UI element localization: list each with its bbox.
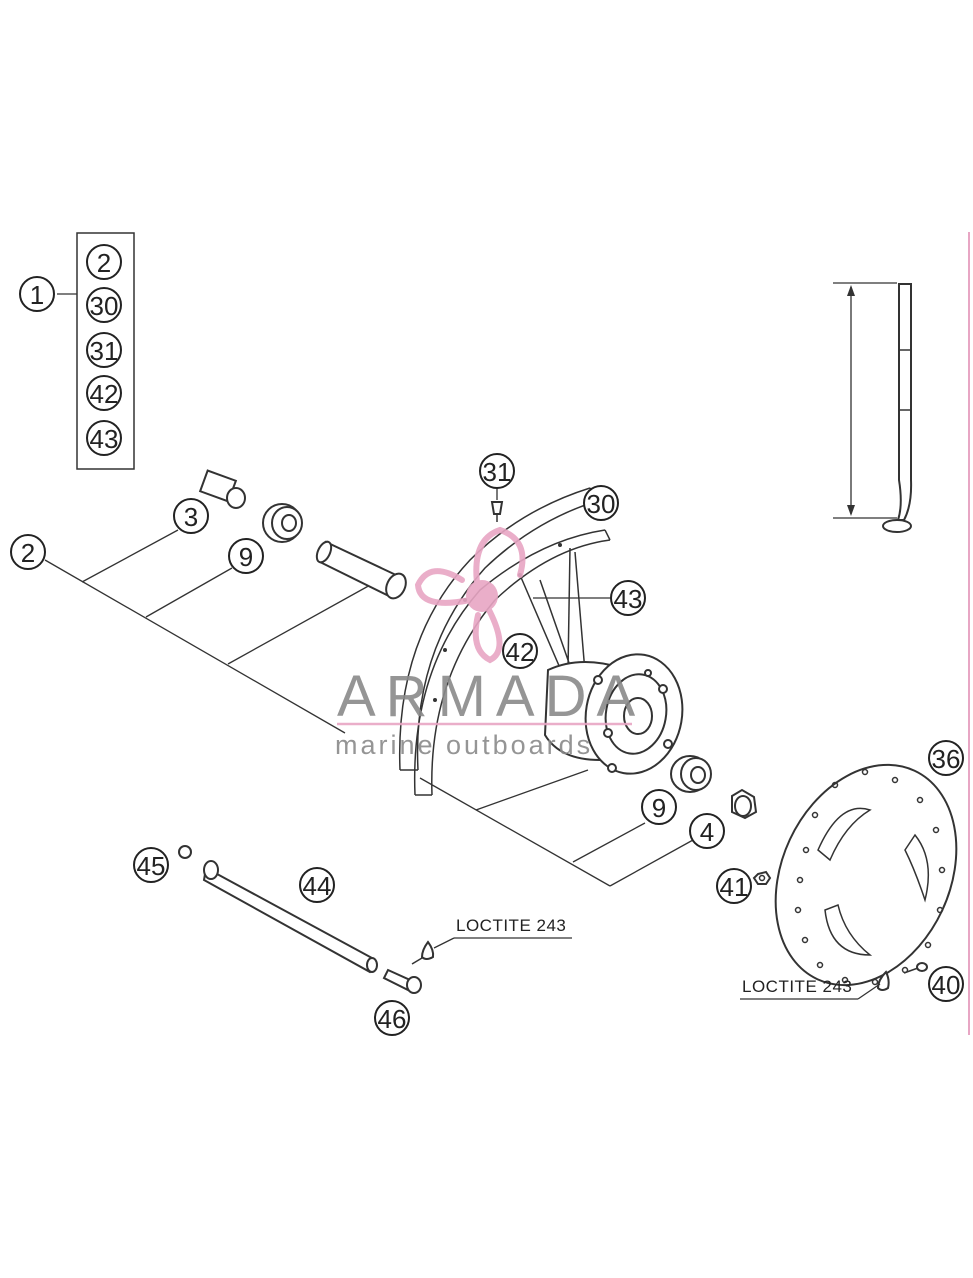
svg-text:41: 41 xyxy=(720,872,749,902)
svg-text:9: 9 xyxy=(652,793,666,823)
axle-part xyxy=(202,860,378,974)
callout-40[interactable]: 40 xyxy=(928,966,964,1002)
svg-text:42: 42 xyxy=(506,637,535,667)
callout-1[interactable]: 1 xyxy=(19,276,55,312)
svg-text:43: 43 xyxy=(614,584,643,614)
callout-30[interactable]: 30 xyxy=(583,485,619,521)
svg-text:31: 31 xyxy=(483,457,512,487)
leader-lines xyxy=(44,488,694,887)
kit-item-43[interactable]: 43 xyxy=(86,420,122,456)
watermark-subtitle: marine outboards xyxy=(335,730,593,760)
kit-item-42[interactable]: 42 xyxy=(86,375,122,411)
svg-text:4: 4 xyxy=(700,817,714,847)
axle-screw-part xyxy=(382,957,423,994)
svg-text:42: 42 xyxy=(90,379,119,409)
callout-2[interactable]: 2 xyxy=(10,534,46,570)
distance-sleeve-part xyxy=(315,540,407,600)
right-bearing-part xyxy=(670,755,712,793)
watermark-logo-hub xyxy=(466,580,498,612)
loctite-drop-axle xyxy=(420,940,435,960)
svg-text:46: 46 xyxy=(378,1004,407,1034)
callout-9-right[interactable]: 9 xyxy=(641,789,677,825)
callout-36[interactable]: 36 xyxy=(928,740,964,776)
callout-46[interactable]: 46 xyxy=(374,1000,410,1036)
kit-item-31[interactable]: 31 xyxy=(86,332,122,368)
svg-text:LOCTITE 243: LOCTITE 243 xyxy=(742,977,852,996)
callout-9-left[interactable]: 9 xyxy=(228,538,264,574)
hub-part xyxy=(543,653,684,775)
right-spacer-part xyxy=(731,788,758,820)
svg-text:2: 2 xyxy=(97,248,111,278)
brake-disc-part xyxy=(774,763,958,987)
watermark-title: ARMADA xyxy=(337,664,645,729)
svg-text:9: 9 xyxy=(239,542,253,572)
callout-44[interactable]: 44 xyxy=(299,867,335,903)
svg-text:45: 45 xyxy=(137,851,166,881)
svg-text:31: 31 xyxy=(90,336,119,366)
watermark: ARMADA marine outboards xyxy=(335,526,645,760)
svg-text:3: 3 xyxy=(184,502,198,532)
disc-bolt-part xyxy=(903,962,928,974)
kit-box xyxy=(76,232,135,470)
spoke-part xyxy=(896,283,913,521)
kit-item-30[interactable]: 30 xyxy=(86,287,122,323)
callout-43[interactable]: 43 xyxy=(610,580,646,616)
loctite-note-disc: LOCTITE 243 xyxy=(740,977,881,1000)
svg-text:44: 44 xyxy=(303,871,332,901)
callout-45[interactable]: 45 xyxy=(133,847,169,883)
callout-41[interactable]: 41 xyxy=(716,868,752,904)
svg-text:1: 1 xyxy=(30,280,44,310)
callout-3[interactable]: 3 xyxy=(173,498,209,534)
svg-text:36: 36 xyxy=(932,744,961,774)
loctite-drop-disc xyxy=(876,970,890,991)
callout-31[interactable]: 31 xyxy=(479,453,515,489)
svg-text:40: 40 xyxy=(932,970,961,1000)
svg-text:30: 30 xyxy=(90,291,119,321)
nut-part xyxy=(752,870,772,885)
watermark-propeller-logo xyxy=(414,526,526,664)
loctite-note-axle: LOCTITE 243 xyxy=(433,916,572,949)
svg-text:LOCTITE 243: LOCTITE 243 xyxy=(456,916,566,935)
svg-text:2: 2 xyxy=(21,538,35,568)
nipple-part xyxy=(490,501,504,522)
svg-text:43: 43 xyxy=(90,424,119,454)
left-spacer-part xyxy=(198,469,246,509)
svg-text:30: 30 xyxy=(587,489,616,519)
spoke-nipple xyxy=(882,519,912,533)
callout-4[interactable]: 4 xyxy=(689,813,725,849)
spoke-dimension-group xyxy=(833,282,913,533)
left-bearing-part xyxy=(262,503,303,543)
kit-item-2[interactable]: 2 xyxy=(86,244,122,280)
callout-42[interactable]: 42 xyxy=(502,633,538,669)
axle-cap-part xyxy=(178,845,192,859)
kit-group: 1 2 30 31 42 43 xyxy=(19,232,135,470)
